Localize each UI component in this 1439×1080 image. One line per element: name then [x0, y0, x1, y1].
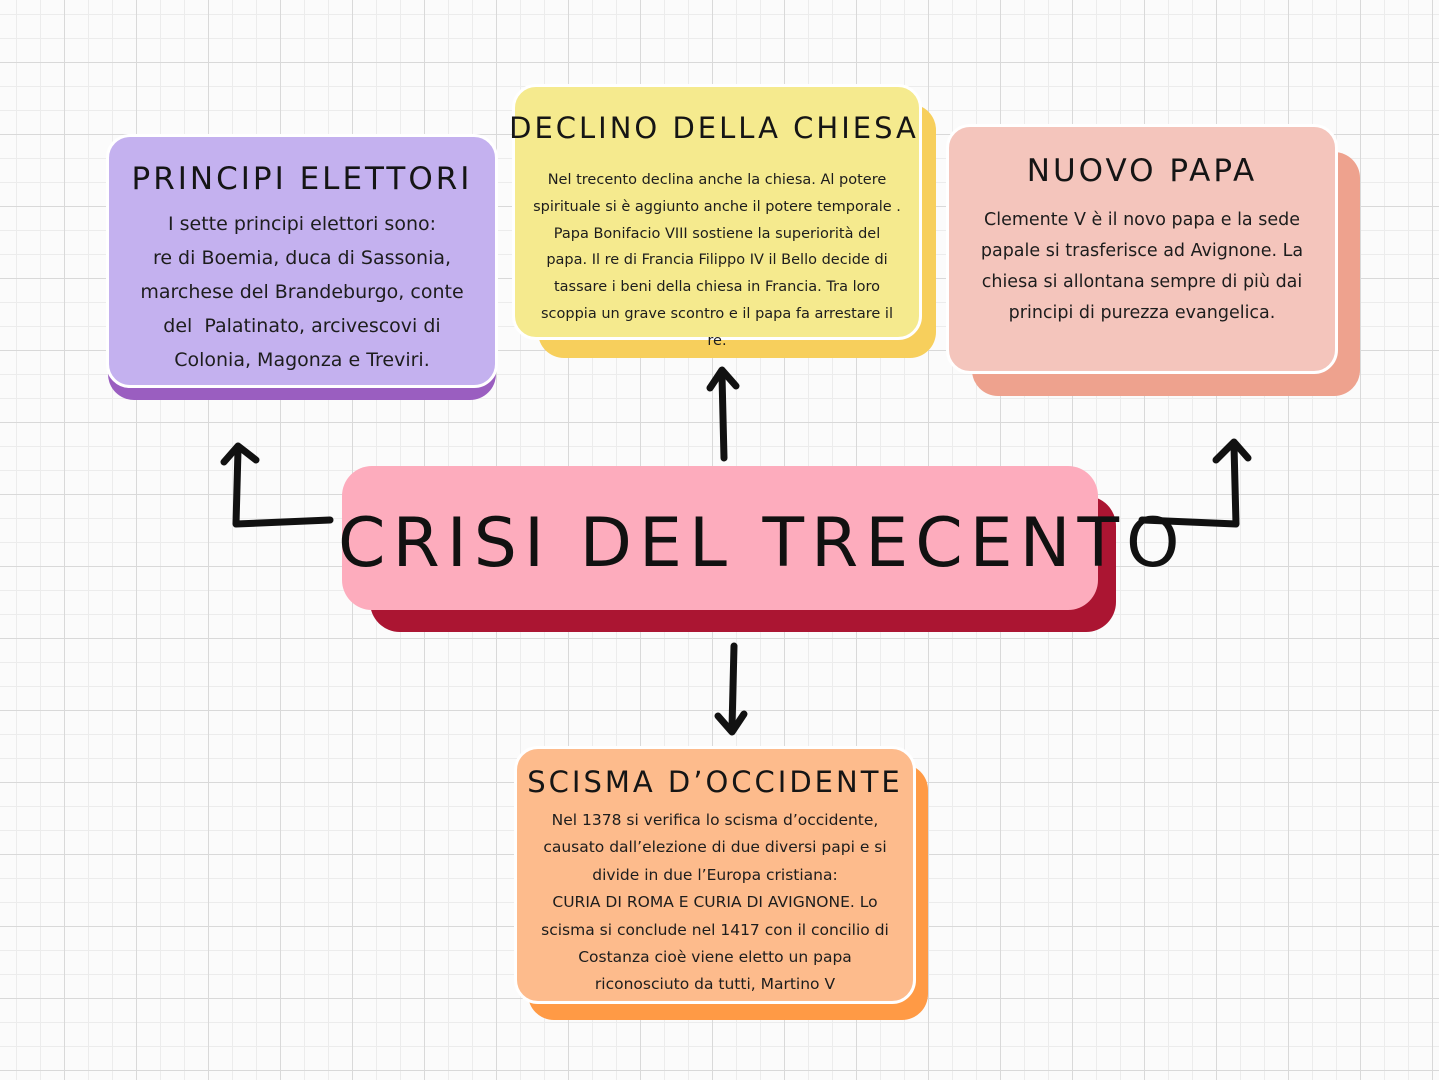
card-line: papale si trasferisce ad Avignone. La [980, 241, 1304, 261]
card-body: Nel 1378 si verifica lo scisma d’occiden… [517, 807, 913, 999]
card-body: I sette principi elettori sono: re di Bo… [123, 207, 481, 377]
card-face: PRINCIPI ELETTORI I sette principi elett… [106, 134, 498, 388]
arrow-to-principi [232, 446, 334, 528]
card-line: Nel 1378 si verifica lo scisma d’occiden… [551, 811, 879, 829]
card-line: marchese del Brandeburgo, conte [140, 281, 464, 303]
card-title: DECLINO DELLA CHIESA [509, 111, 919, 145]
card-line: tassare i beni della chiesa in Francia. … [553, 279, 881, 296]
card-line: chiesa si allontana sempre di più dai [981, 272, 1303, 292]
card-main-topic: CRISI DEL TRECENTO [338, 460, 1187, 640]
arrowhead-principi [220, 442, 260, 466]
card-line: scisma si conclude nel 1417 con il conci… [541, 920, 889, 939]
card-line: Costanza cioè viene eletto un papa [578, 948, 852, 967]
card-line: I sette principi elettori sono: [167, 213, 437, 235]
card-line: spirituale si è aggiunto anche il potere… [533, 198, 901, 215]
arrowhead-nuovo-papa [1212, 438, 1252, 464]
card-line: Papa Bonifacio VIII sostiene la superior… [553, 225, 881, 242]
card-line: del Palatinato, arcivescovi di [163, 315, 441, 337]
card-line: re di Boemia, duca di Sassonia, [152, 247, 452, 269]
card-face [342, 466, 1098, 610]
card-line: papa. Il re di Francia Filippo IV il Bel… [546, 252, 888, 269]
card-declino-della-chiesa: DECLINO DELLA CHIESA Nel trecento declin… [509, 84, 936, 360]
card-line: riconosciuto da tutti, Martino V [594, 975, 836, 994]
card-title: NUOVO PAPA [1026, 153, 1258, 189]
card-face: NUOVO PAPA Clemente V è il novo papa e l… [946, 124, 1338, 374]
card-line: causato dall’elezione di due diversi pap… [543, 838, 887, 857]
card-body: Nel trecento declina anche la chiesa. Al… [515, 167, 919, 355]
card-line: re. [707, 332, 727, 349]
arrow-to-declino [718, 372, 728, 462]
card-title: PRINCIPI ELETTORI [131, 161, 473, 197]
arrow-to-nuovo-papa [1138, 442, 1240, 528]
card-principi-elettori: PRINCIPI ELETTORI I sette principi elett… [106, 134, 500, 404]
card-line: divide in due l’Europa cristiana: [592, 865, 838, 884]
arrowhead-scisma [714, 710, 748, 736]
card-face: SCISMA D’OCCIDENTE Nel 1378 si verifica … [514, 746, 916, 1004]
arrowhead-declino [706, 366, 740, 392]
card-nuovo-papa: NUOVO PAPA Clemente V è il novo papa e l… [946, 124, 1364, 404]
card-face: DECLINO DELLA CHIESA Nel trecento declin… [509, 84, 922, 349]
card-scisma-d-occidente: SCISMA D’OCCIDENTE Nel 1378 si verifica … [514, 746, 932, 1026]
card-line: CURIA DI ROMA E CURIA DI AVIGNONE. Lo [552, 893, 878, 912]
card-line: Colonia, Magonza e Treviri. [174, 349, 430, 371]
card-line: principi di purezza evangelica. [1008, 303, 1276, 323]
card-body: Clemente V è il novo papa e la sede papa… [963, 205, 1321, 329]
card-line: Clemente V è il novo papa e la sede [984, 210, 1300, 230]
card-title: SCISMA D’OCCIDENTE [527, 765, 903, 799]
arrow-to-scisma [728, 642, 738, 732]
card-line: Nel trecento declina anche la chiesa. Al… [547, 172, 887, 188]
card-line: scoppia un grave scontro e il papa fa ar… [541, 305, 893, 322]
main-topic-title: CRISI DEL TRECENTO [338, 504, 1187, 583]
